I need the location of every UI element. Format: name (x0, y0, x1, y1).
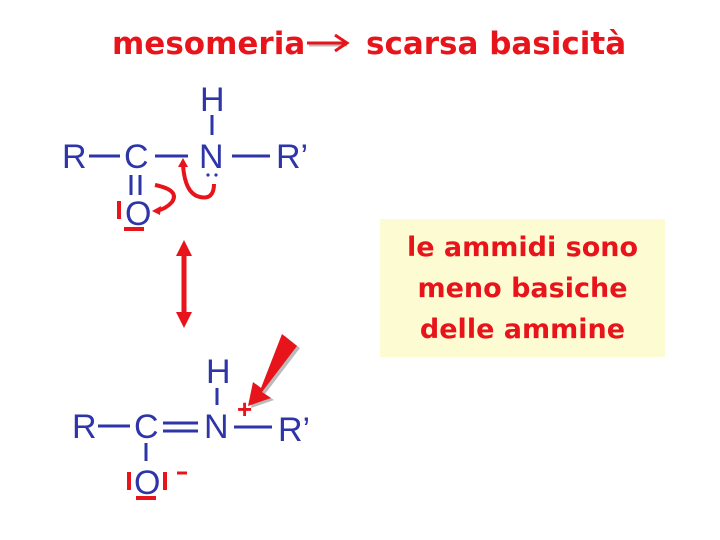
title-banner: mesomeria scarsa basicità (0, 22, 720, 72)
amide-structure-top: R C N R’ H O (62, 81, 308, 233)
right-arrow-icon (307, 34, 350, 53)
atom-n: N (199, 138, 224, 176)
atom-o: O (134, 464, 160, 502)
lone-pair-dot (214, 173, 218, 177)
atom-c: C (134, 408, 159, 446)
atom-h: H (200, 81, 225, 119)
curved-arrow-lone-pair-to-bond (181, 164, 216, 200)
arrow-head (152, 206, 161, 215)
resonance-double-arrow-icon (176, 240, 192, 328)
note-line: le ammidi sono (406, 232, 639, 263)
atom-r-prime: R’ (278, 411, 310, 449)
atom-r: R (72, 408, 97, 446)
atom-r-prime: R’ (276, 138, 308, 176)
atom-o: O (125, 195, 151, 233)
atom-h: H (206, 353, 231, 391)
atom-c: C (124, 138, 149, 176)
pointer-arrow-icon (248, 334, 300, 408)
curved-arrow-pi-to-oxygen (154, 183, 176, 213)
atom-n: N (204, 408, 229, 446)
positive-charge: + (237, 394, 252, 424)
lone-pair-dot (206, 173, 210, 177)
title-left: mesomeria (112, 26, 306, 62)
note-line: meno basiche (417, 273, 628, 304)
title-right: scarsa basicità (366, 26, 627, 62)
note-box: le ammidi sono meno basiche delle ammine (380, 219, 665, 357)
atom-r: R (62, 138, 87, 176)
amide-structure-bottom: R C N + R’ H O (72, 353, 310, 502)
note-line: delle ammine (419, 314, 626, 345)
arrow-head (178, 158, 188, 167)
